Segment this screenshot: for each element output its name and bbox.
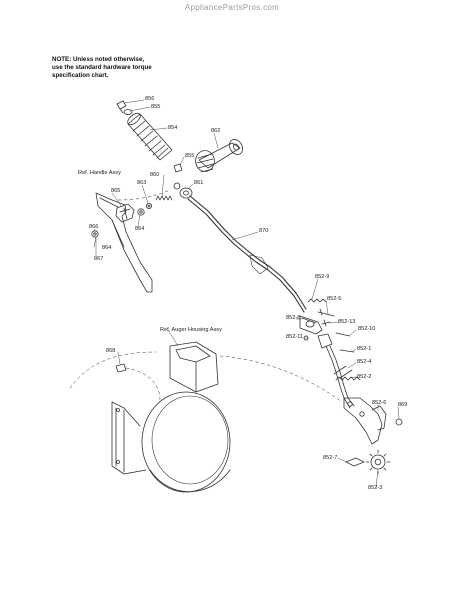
- pin-852-5: [317, 308, 335, 317]
- note-line-2: use the standard hardware torque: [52, 64, 152, 71]
- label-852-7: 852-7: [323, 455, 338, 461]
- label-852-5: 852-5: [327, 296, 342, 302]
- label-852-4: 852-4: [357, 359, 372, 365]
- label-852-1: 852-1: [357, 346, 372, 352]
- watermark: AppliancePartsPros.com: [184, 3, 280, 12]
- label-869: 869: [398, 402, 408, 408]
- label-860: 860: [150, 172, 160, 178]
- washer-861: [179, 187, 193, 199]
- handle-bracket: [95, 192, 153, 293]
- screw-855-top: [123, 109, 133, 115]
- ref-handle-assy: Ref. Handle Assy: [78, 170, 121, 176]
- part-865-knob: [115, 203, 135, 223]
- nut-869: [395, 418, 403, 426]
- leader-lines: [93, 99, 400, 488]
- label-855: 855: [151, 104, 161, 110]
- spring-852-9: [307, 298, 327, 303]
- note-line-1: NOTE: Unless noted otherwise,: [52, 56, 145, 63]
- label-862: 862: [211, 128, 221, 134]
- screw-856: [116, 100, 127, 114]
- washer-863: [145, 202, 152, 209]
- clip-852-7: [345, 457, 365, 467]
- pin-852-10: [335, 332, 351, 337]
- shift-rod-870: [187, 195, 307, 313]
- grip-854: [127, 112, 173, 161]
- pin-852-1: [339, 349, 355, 353]
- dashed-reference-lines: [69, 189, 343, 403]
- washer-864: [137, 208, 145, 216]
- label-852-9: 852-9: [315, 274, 330, 280]
- bolt-868: [115, 363, 127, 373]
- label-852-11: 852-11: [286, 334, 304, 340]
- ref-auger-housing-assy: Ref. Auger Housing Assy: [160, 327, 222, 333]
- screw-852-13: [321, 319, 331, 327]
- shift-arm-assembly: [299, 315, 355, 409]
- label-868: 868: [106, 348, 116, 354]
- lever-862: [195, 139, 243, 173]
- note-line-3: specification chart.: [52, 72, 109, 79]
- label-863: 863: [137, 180, 147, 186]
- label-854: 854: [168, 125, 178, 131]
- bracket-852-6: [343, 397, 387, 445]
- label-864-b: 864: [102, 245, 112, 251]
- screw-855-lower: [173, 163, 183, 173]
- gear-852-3: [365, 449, 391, 475]
- label-867: 867: [94, 256, 104, 262]
- label-870: 870: [259, 228, 269, 234]
- label-852-8: 852-8: [286, 315, 301, 321]
- label-852-10: 852-10: [358, 326, 376, 332]
- label-852-6: 852-6: [372, 400, 387, 406]
- label-856: 856: [145, 96, 155, 102]
- rod-bend-bracket: [249, 254, 269, 275]
- label-864: 864: [135, 226, 145, 232]
- label-861: 861: [194, 180, 204, 186]
- washer-866: [91, 230, 99, 238]
- auger-housing: [111, 341, 231, 493]
- label-852-13: 852-13: [338, 319, 356, 325]
- label-852-3: 852-3: [368, 485, 383, 491]
- label-852-2: 852-2: [357, 374, 372, 380]
- label-866: 866: [89, 224, 99, 230]
- torque-note: NOTE: Unless noted otherwise, use the st…: [52, 56, 172, 80]
- label-865: 865: [111, 188, 121, 194]
- label-855-b: 855: [185, 153, 195, 159]
- spring-860: [155, 195, 173, 201]
